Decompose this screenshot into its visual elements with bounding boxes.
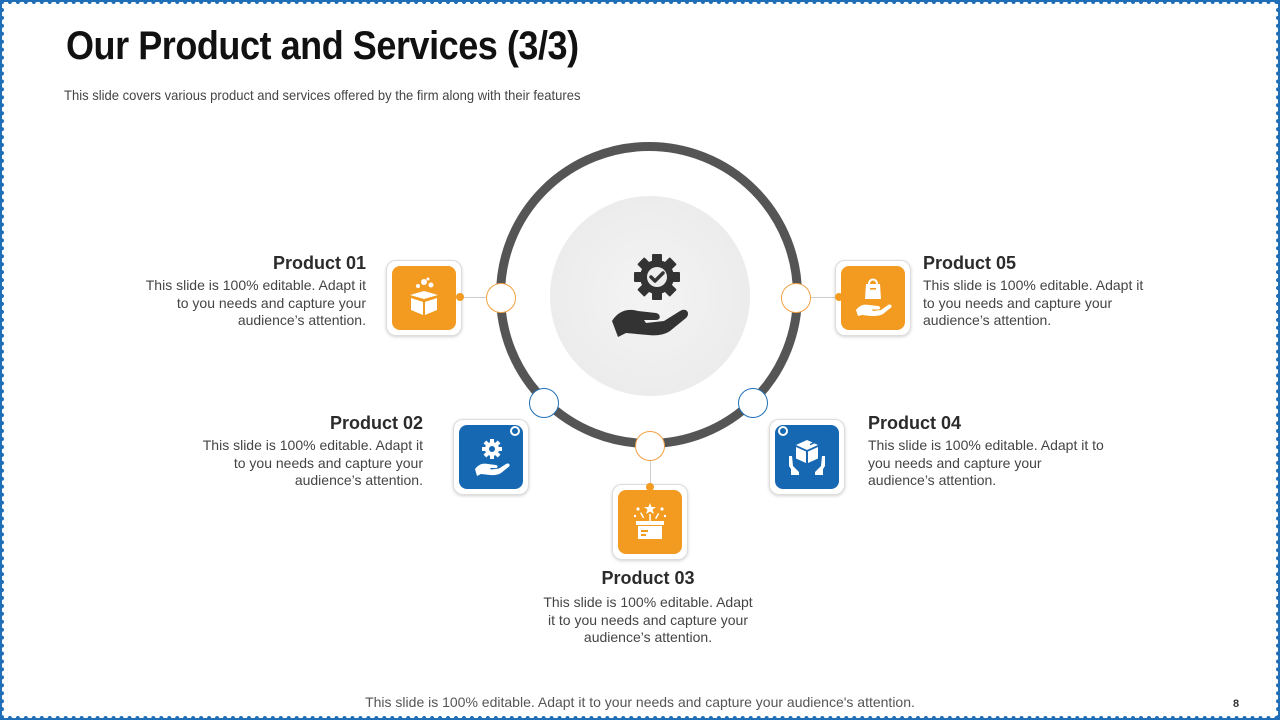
product-03-marker [646,483,654,491]
gear-on-hand-icon [612,254,689,337]
bag-on-hand-icon [856,278,892,316]
product-04-tile [769,419,845,495]
gift-box-icon [410,277,438,315]
product-04-title: Product 04 [868,413,962,433]
product-05-description: This slide is 100% editable. Adapt it to… [923,277,1144,328]
product-02-title: Product 02 [329,413,423,433]
product-05-tile [835,260,911,336]
product-02-marker-inner [512,428,518,434]
page-number: 8 [1232,698,1240,710]
product-03-description: This slide is 100% editable. Adapt it to… [543,594,753,645]
product-03-title: Product 03 [601,568,695,588]
connector-product-03 [650,461,651,487]
product-01-tile [386,260,462,336]
product-05-marker [835,293,843,301]
package-hands-icon [789,440,825,475]
product-01-marker [456,293,464,301]
ring-node-product-04 [738,388,768,418]
connector-product-05 [811,297,839,298]
product-03-tile [612,484,688,560]
ring-node-product-05 [781,283,811,313]
product-04-marker-inner [780,428,786,434]
ring-node-product-01 [486,283,516,313]
center-disc [550,196,750,396]
product-02-description: This slide is 100% editable. Adapt it to… [202,437,423,488]
ring-node-product-03 [635,431,665,461]
product-04-description: This slide is 100% editable. Adapt it to… [868,437,1104,488]
open-box-sparkle-icon [633,503,667,539]
slide-subtitle: This slide covers various product and se… [64,87,581,103]
slide-title: Our Product and Services (3/3) [66,24,579,68]
slide-footer: This slide is 100% editable. Adapt it to… [365,694,915,710]
product-01-description: This slide is 100% editable. Adapt it to… [145,277,366,328]
ring-node-product-02 [529,388,559,418]
gear-on-hand-icon [475,439,510,476]
product-05-title: Product 05 [923,253,1017,273]
product-01-title: Product 01 [272,253,366,273]
connector-product-01 [460,297,486,298]
